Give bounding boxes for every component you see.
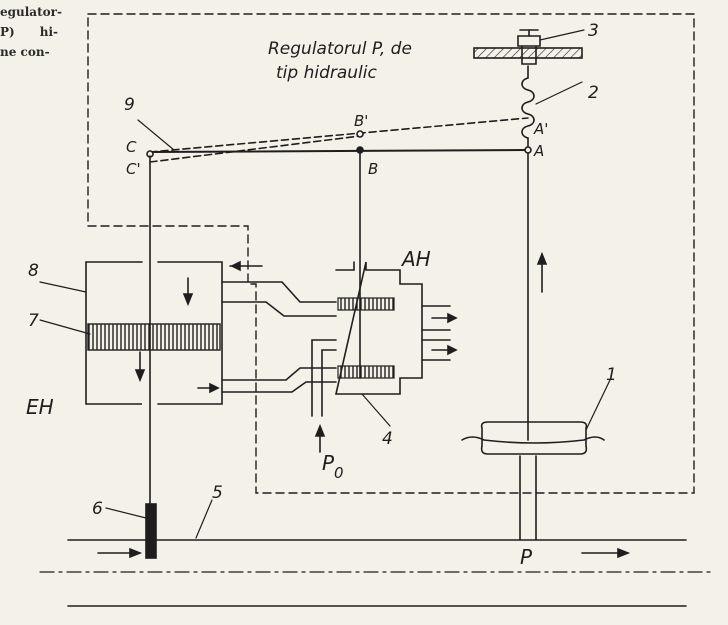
pressure-main-label: P	[520, 545, 533, 569]
spring	[521, 65, 535, 149]
point-B-prime: B'	[354, 112, 368, 130]
setpoint-plate	[473, 47, 583, 59]
callout-4-leader	[361, 393, 391, 427]
distributor-spool-bottom	[337, 365, 395, 379]
pivot-A	[524, 146, 532, 154]
actuator-label: AH	[400, 247, 431, 271]
element-label: EH	[26, 395, 54, 419]
servomotor-piston	[87, 323, 221, 351]
pivot-B-prime	[356, 130, 364, 138]
distributor-body	[334, 261, 423, 395]
lever-displaced	[149, 117, 529, 153]
callout-9-leader	[137, 119, 175, 151]
callout-1: 1	[606, 365, 617, 385]
callout-8: 8	[28, 261, 39, 281]
membrane-capsule	[480, 421, 588, 455]
regulator-boundary	[87, 13, 695, 494]
callout-5: 5	[212, 483, 223, 503]
page-text-fragment: ne con-	[0, 45, 50, 59]
page-text-fragment: egulator-	[0, 5, 62, 19]
lever	[149, 149, 529, 153]
flow-arrow-out-head	[617, 547, 631, 559]
diagram-title-line-1: Regulatorul P, de	[268, 39, 412, 59]
diagram-title-line-2: tip hidraulic	[276, 63, 377, 83]
callout-6: 6	[92, 499, 103, 519]
point-A-prime: A'	[533, 120, 548, 138]
page-text-fragment: P) hi-	[0, 25, 59, 39]
throttle-valve	[145, 503, 157, 559]
point-C: C	[126, 138, 137, 156]
callout-7: 7	[28, 311, 39, 331]
flow-arrow-in-head	[129, 547, 143, 559]
point-B: B	[368, 160, 378, 178]
supply-pressure-subscript: 0	[334, 464, 344, 482]
supply-pressure-label: P	[322, 451, 335, 475]
setpoint-screw	[517, 35, 541, 65]
point-A: A	[533, 142, 544, 160]
callout-4: 4	[382, 429, 393, 449]
distributor-spool-top	[337, 297, 395, 311]
callout-9: 9	[124, 95, 135, 115]
membrane	[461, 436, 605, 444]
callout-3: 3	[588, 21, 599, 41]
point-C-prime: C'	[126, 160, 141, 178]
callout-2: 2	[588, 83, 599, 103]
